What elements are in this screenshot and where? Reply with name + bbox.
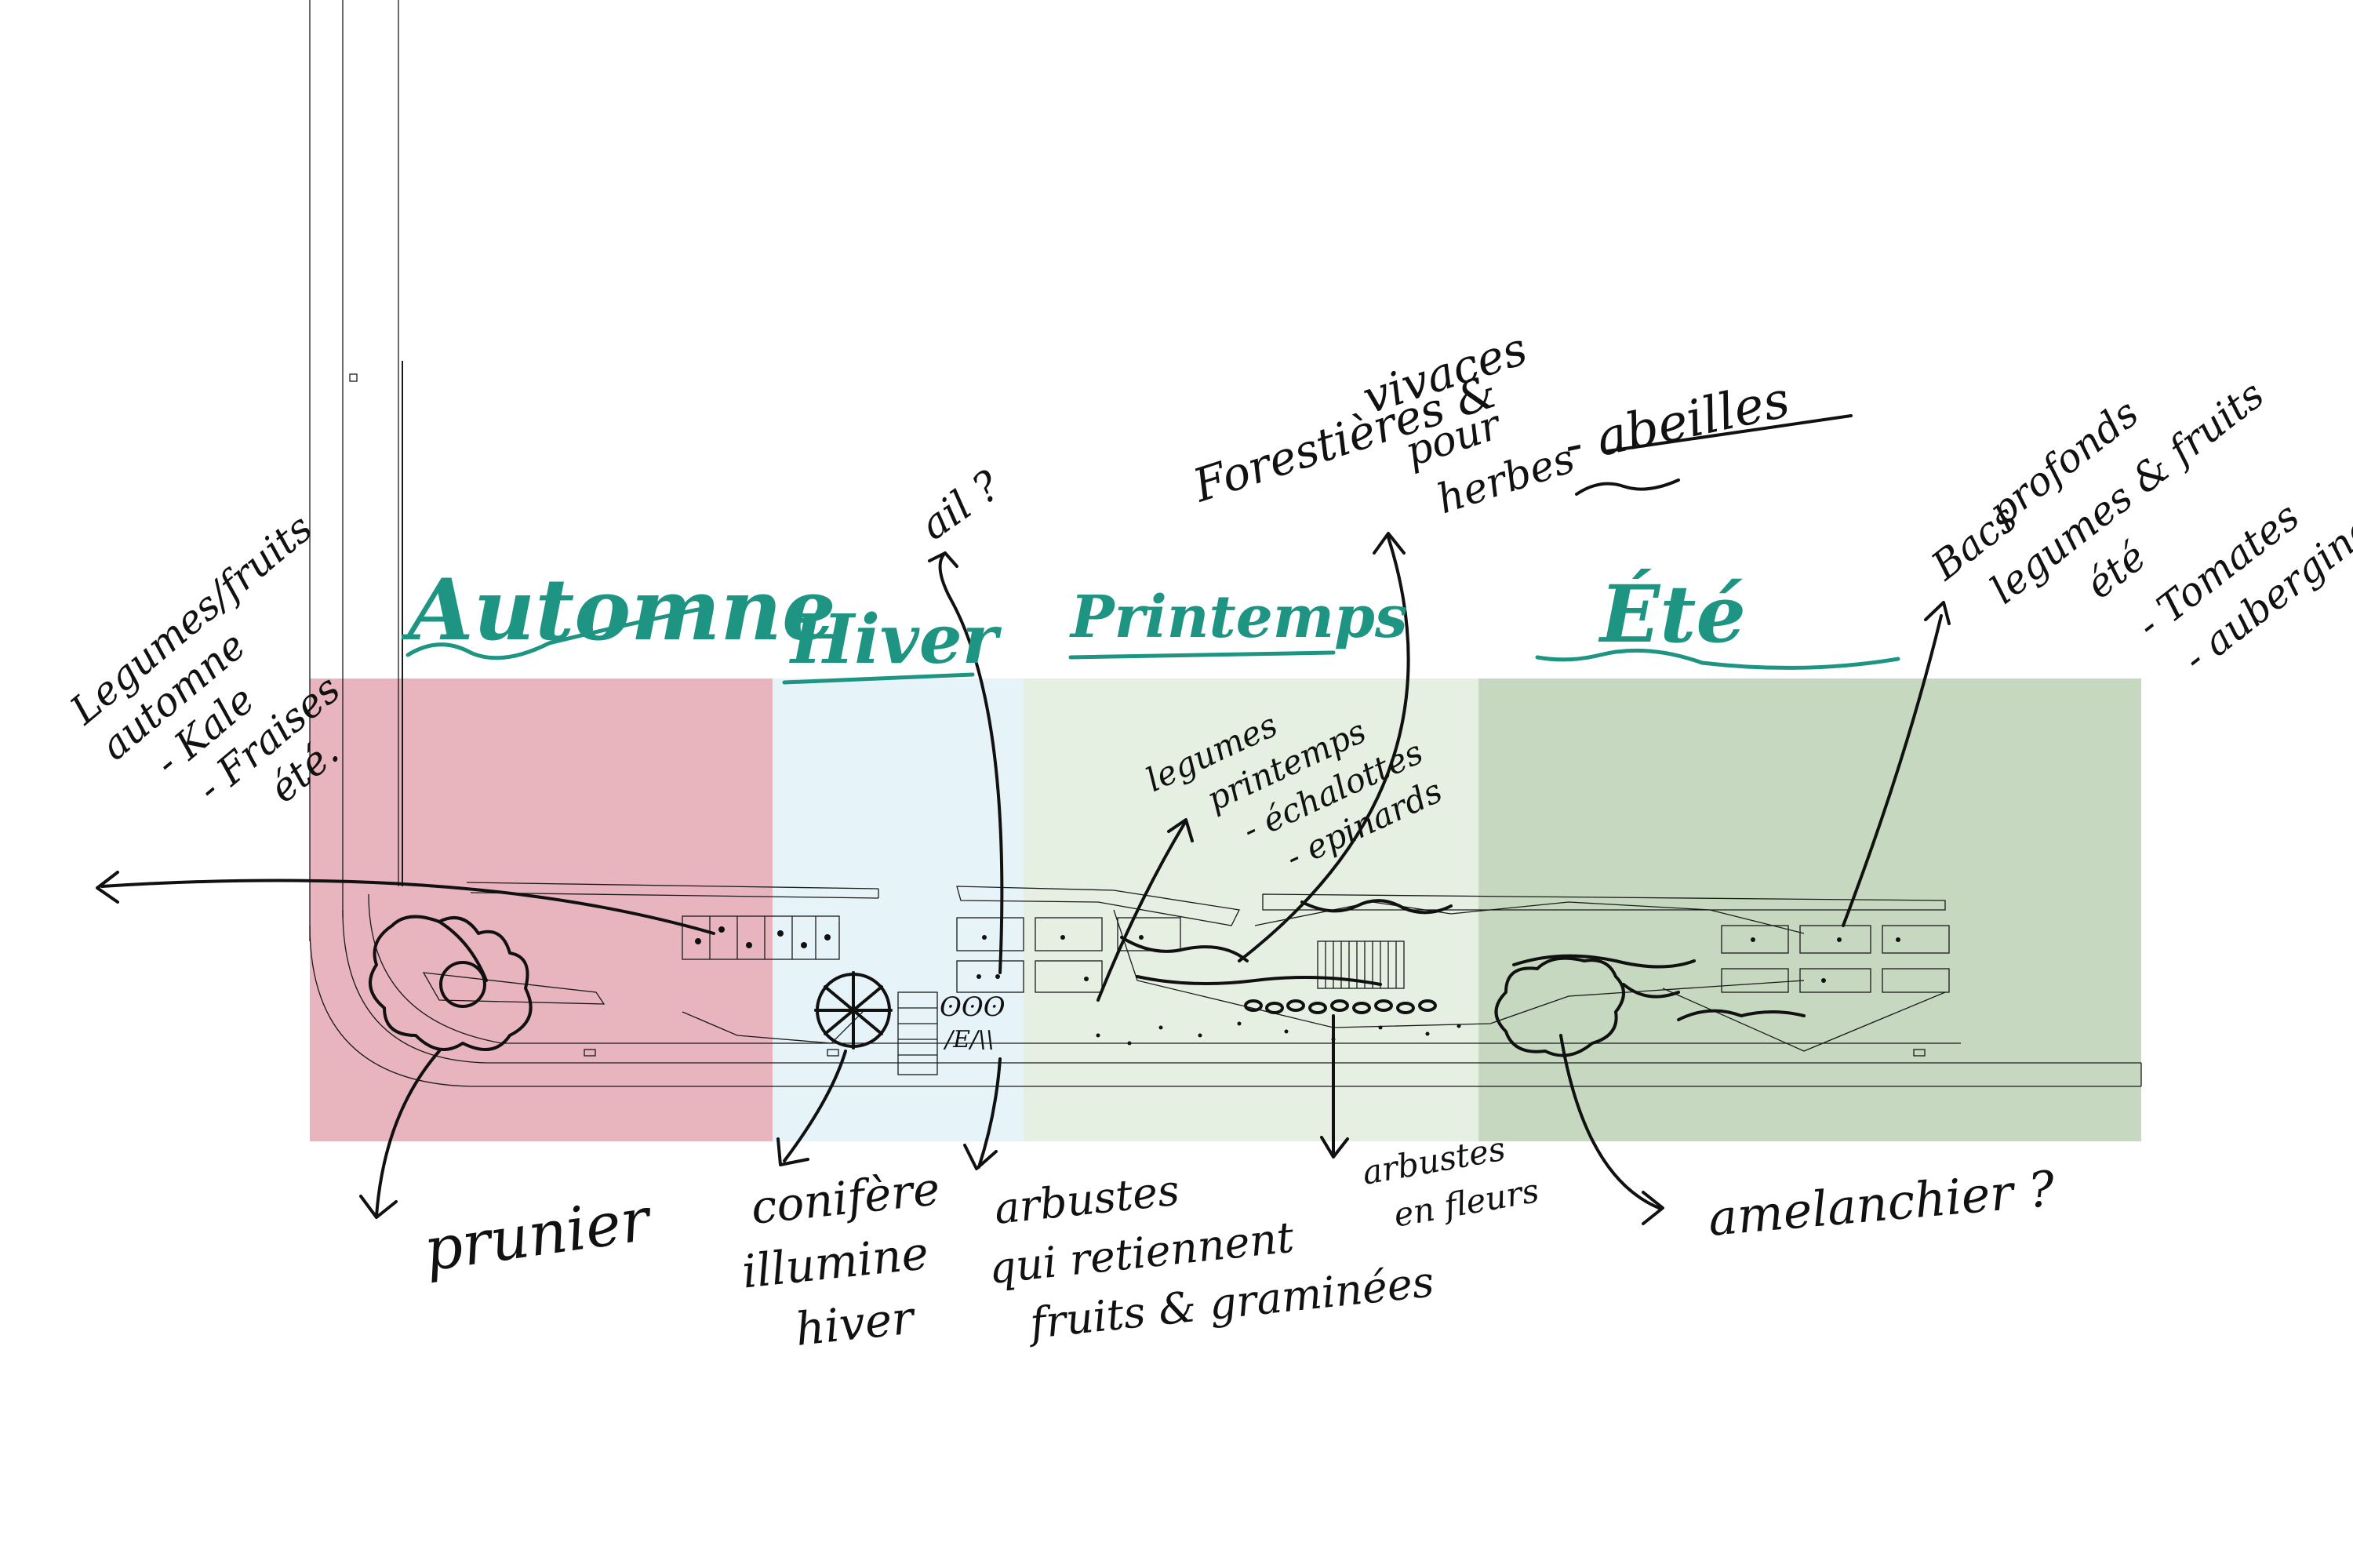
annotation-abeilles: - abeilles <box>1559 371 1795 475</box>
label-ete: Été <box>1598 568 1746 660</box>
annotation-amelanchier: amelanchier ? <box>1706 1160 2057 1247</box>
pergola <box>1317 940 1405 989</box>
season-labels: Automne Hiver Printemps Été <box>401 561 1900 685</box>
amelanchier-tree-icon <box>1494 956 1625 1057</box>
annotation-forestieres: Forestières & vivaces pour herbes <box>1186 322 1580 523</box>
svg-text:conifère: conifère <box>748 1162 942 1235</box>
site-plan <box>309 0 2142 1087</box>
sketch-ink: ʘʘʘ /E/\\ <box>96 414 1951 1225</box>
annotation-prunier: prunier <box>420 1184 657 1285</box>
annotation-conifere: conifère illumine hiver <box>740 1162 942 1356</box>
shrub-glyphs: ʘʘʘ <box>940 991 1006 1023</box>
planting-dots <box>695 926 1900 1046</box>
svg-text:hiver: hiver <box>793 1290 918 1356</box>
svg-text:/E/\\: /E/\\ <box>943 1026 994 1053</box>
annotation-ail: ail ? <box>912 462 1009 550</box>
label-hiver: Hiver <box>788 600 1002 679</box>
annotation-arbustes-fleurs: arbustes en fleurs <box>1359 1130 1541 1235</box>
svg-text:illumine: illumine <box>740 1226 931 1299</box>
flowering-shrubs-icon <box>1244 999 1437 1014</box>
label-automne: Automne <box>401 561 836 660</box>
svg-text:arbustes: arbustes <box>992 1166 1182 1234</box>
steps <box>897 991 938 1075</box>
planter-boxes <box>682 915 1950 993</box>
prunier-tree-icon <box>369 915 533 1051</box>
label-printemps: Printemps <box>1069 584 1408 651</box>
autumn-zone <box>310 678 773 1141</box>
annotation-arbustes-fruits: arbustes qui retiennent fruits & graminé… <box>987 1166 1436 1349</box>
